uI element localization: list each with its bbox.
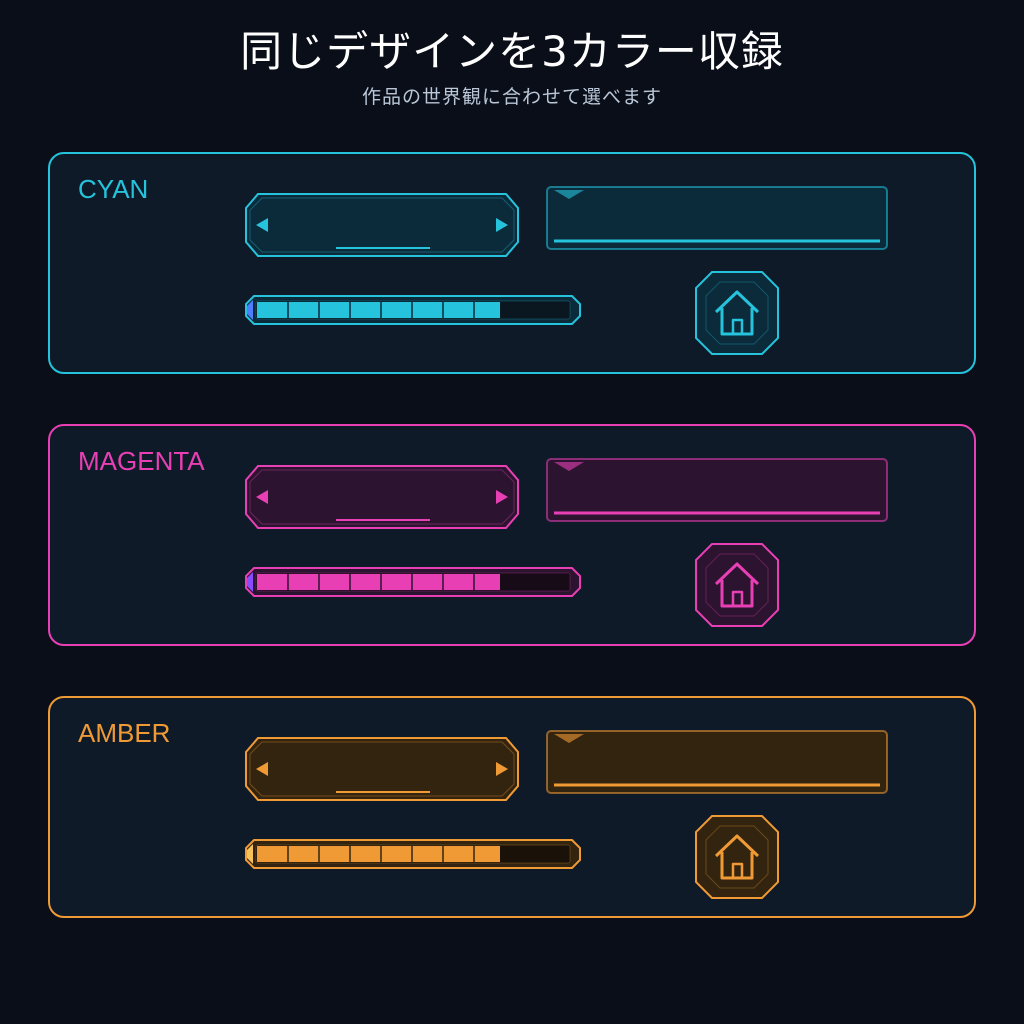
progress-bar	[244, 564, 582, 600]
progress-bar	[244, 292, 582, 328]
home-icon	[714, 562, 760, 608]
theme-panel-cyan: CYAN	[48, 152, 976, 374]
selector-frame	[245, 737, 519, 801]
progress-fill	[257, 846, 500, 862]
progress-frame	[245, 295, 581, 325]
option-selector[interactable]	[244, 192, 520, 258]
progress-fill	[257, 574, 500, 590]
textbox-frame	[546, 458, 888, 522]
triangle-right-icon[interactable]	[496, 762, 508, 776]
home-button[interactable]	[694, 814, 780, 900]
triangle-left-icon[interactable]	[256, 490, 268, 504]
progress-fill	[257, 302, 500, 318]
option-selector[interactable]	[244, 736, 520, 802]
textbox-frame	[546, 186, 888, 250]
theme-label: CYAN	[78, 174, 149, 204]
triangle-right-icon[interactable]	[496, 490, 508, 504]
triangle-left-icon[interactable]	[256, 218, 268, 232]
home-icon	[714, 290, 760, 336]
home-button[interactable]	[694, 542, 780, 628]
progress-bar	[244, 836, 582, 872]
option-selector[interactable]	[244, 464, 520, 530]
theme-label: MAGENTA	[78, 446, 205, 476]
page-title: 同じデザインを3カラー収録	[240, 27, 784, 76]
triangle-left-icon[interactable]	[256, 762, 268, 776]
triangle-right-icon[interactable]	[496, 218, 508, 232]
selector-frame	[245, 193, 519, 257]
text-input-frame[interactable]	[546, 186, 888, 250]
page-subtitle: 作品の世界観に合わせて選べます	[361, 86, 662, 108]
textbox-frame	[546, 730, 888, 794]
progress-frame	[245, 567, 581, 597]
theme-panel-magenta: MAGENTA	[48, 424, 976, 646]
home-icon	[714, 834, 760, 880]
text-input-frame[interactable]	[546, 458, 888, 522]
theme-label: AMBER	[78, 718, 171, 748]
home-button[interactable]	[694, 270, 780, 356]
progress-frame	[245, 839, 581, 869]
theme-panel-amber: AMBER	[48, 696, 976, 918]
text-input-frame[interactable]	[546, 730, 888, 794]
selector-frame	[245, 465, 519, 529]
